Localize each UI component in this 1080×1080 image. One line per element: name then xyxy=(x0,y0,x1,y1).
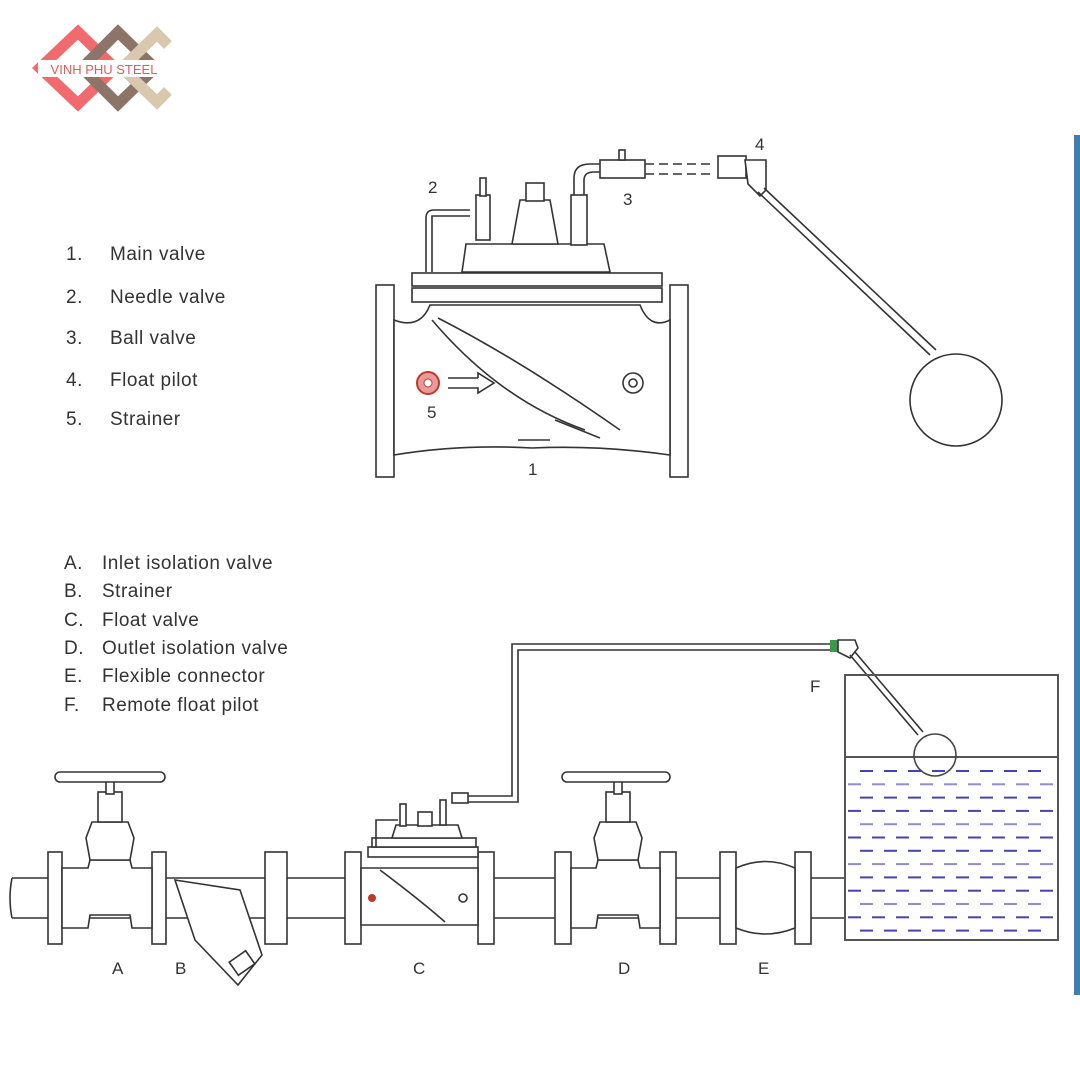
callout-F: F xyxy=(810,677,820,696)
legend-label: Ball valve xyxy=(110,328,196,349)
outlet-isolation-valve xyxy=(554,771,677,945)
callout-C: C xyxy=(413,959,425,978)
legend-label: Flexible connector xyxy=(102,666,265,687)
legend-label: Inlet isolation valve xyxy=(102,553,273,574)
callout-4: 4 xyxy=(755,135,764,154)
strainer-y xyxy=(173,879,263,987)
legend-letter: A. xyxy=(64,553,83,574)
legend-label: Remote float pilot xyxy=(102,695,259,716)
legend-letter: E. xyxy=(64,666,83,687)
legend-label: Needle valve xyxy=(110,287,226,308)
callout-D: D xyxy=(618,959,630,978)
legend-label: Main valve xyxy=(110,244,206,265)
callout-1: 1 xyxy=(528,460,537,479)
legend-letter: D. xyxy=(64,638,84,659)
callout-A: A xyxy=(112,959,124,978)
legend-num: 5. xyxy=(66,409,83,430)
legend-letter: F. xyxy=(64,695,80,716)
callout-3: 3 xyxy=(623,190,632,209)
callout-2: 2 xyxy=(428,178,437,197)
legend-label: Strainer xyxy=(110,409,181,430)
top-legend: 1. Main valve 2. Needle valve 3. Ball va… xyxy=(66,244,226,430)
logo: VINH PHU STEEL xyxy=(32,24,172,112)
callout-5: 5 xyxy=(427,403,436,422)
legend-num: 1. xyxy=(66,244,83,265)
float-valve xyxy=(344,792,495,945)
inlet-isolation-valve xyxy=(47,771,167,945)
legend-num: 3. xyxy=(66,328,83,349)
legend-label: Outlet isolation valve xyxy=(102,638,288,659)
legend-label: Strainer xyxy=(102,581,173,602)
legend-label: Float valve xyxy=(102,610,199,631)
water xyxy=(848,770,1053,932)
legend-num: 2. xyxy=(66,287,83,308)
callout-E: E xyxy=(758,959,769,978)
water-tank xyxy=(844,756,1059,941)
legend-label: Float pilot xyxy=(110,370,198,391)
pipeline-drawing: F A B C D E xyxy=(9,639,1059,987)
bottom-legend: A. Inlet isolation valve B. Strainer C. … xyxy=(64,553,288,716)
legend-letter: C. xyxy=(64,610,84,631)
logo-text: VINH PHU STEEL xyxy=(51,62,158,77)
callout-B: B xyxy=(175,959,186,978)
right-edge-bar xyxy=(1074,135,1080,995)
main-valve-drawing: 2 3 4 5 1 xyxy=(375,135,1003,479)
legend-letter: B. xyxy=(64,581,83,602)
legend-num: 4. xyxy=(66,370,83,391)
